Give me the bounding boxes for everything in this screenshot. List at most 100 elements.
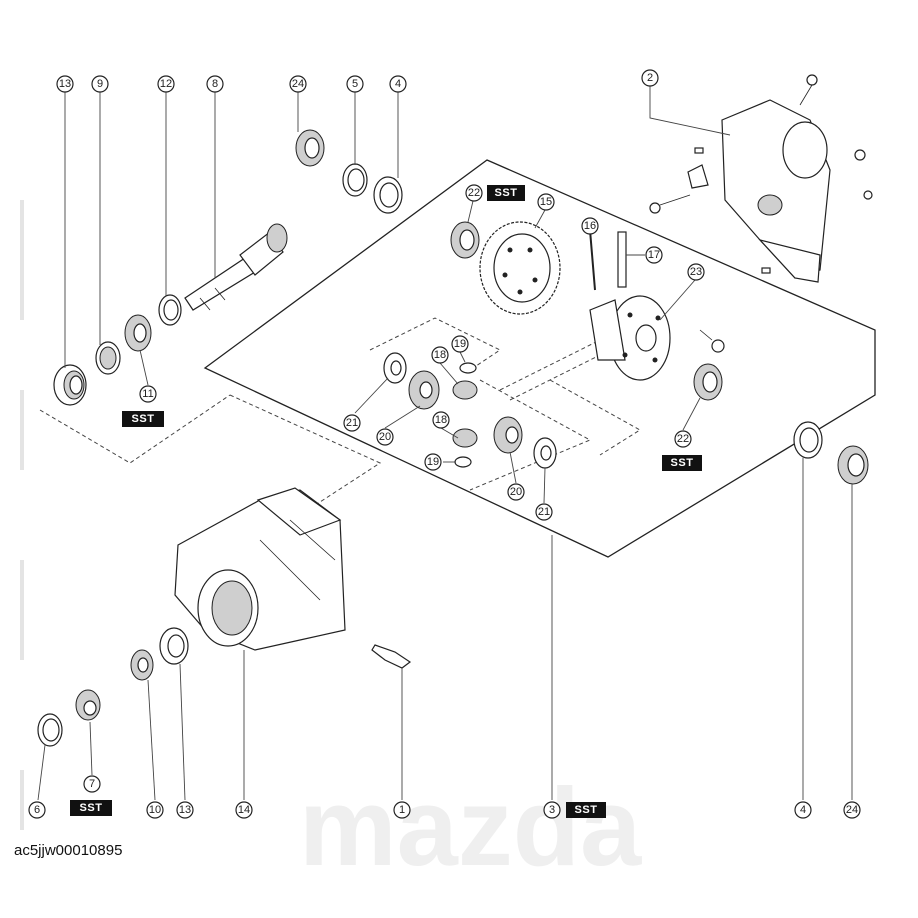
pin-16 xyxy=(589,229,596,291)
callout-11: 11 xyxy=(139,385,157,403)
callout-14: 14 xyxy=(235,801,253,819)
svg-text:SST: SST xyxy=(671,457,694,469)
svg-text:20: 20 xyxy=(510,486,522,498)
assembly-guide-lines xyxy=(39,317,641,516)
side-gear-20-right xyxy=(493,416,523,454)
callout-4-lower: 4 xyxy=(794,801,812,819)
oil-seal-6 xyxy=(37,713,63,747)
callout-12: 12 xyxy=(157,75,175,93)
callout-16: 16 xyxy=(581,217,599,235)
callout-20-left: 20 xyxy=(376,428,394,446)
callout-4-upper: 4 xyxy=(389,75,407,93)
callout-23: 23 xyxy=(687,263,705,281)
svg-text:16: 16 xyxy=(584,220,596,232)
callout-21-left: 21 xyxy=(343,414,361,432)
svg-text:mazda: mazda xyxy=(299,766,642,889)
svg-text:5: 5 xyxy=(352,78,358,90)
svg-text:20: 20 xyxy=(379,431,391,443)
bearing-race-4-lower xyxy=(793,421,823,459)
sst-badge-7: SST xyxy=(70,800,112,816)
svg-text:21: 21 xyxy=(538,506,550,518)
callout-21-right: 21 xyxy=(535,503,553,521)
callout-24-lower: 24 xyxy=(843,801,861,819)
bearing-11 xyxy=(124,314,152,352)
svg-text:13: 13 xyxy=(179,804,191,816)
callout-8: 8 xyxy=(206,75,224,93)
svg-text:SST: SST xyxy=(80,802,103,814)
side-gear-20-left xyxy=(408,370,440,410)
washer-19-lower xyxy=(454,456,472,468)
side-bearing-22-upper xyxy=(450,221,480,259)
svg-text:12: 12 xyxy=(160,78,172,90)
oil-seal-24-upper xyxy=(295,129,325,167)
callout-18-upper: 18 xyxy=(431,346,449,364)
sst-badge-11: SST xyxy=(122,411,164,427)
callout-9: 9 xyxy=(91,75,109,93)
callout-24-upper: 24 xyxy=(289,75,307,93)
svg-text:18: 18 xyxy=(435,414,447,426)
svg-text:19: 19 xyxy=(427,456,439,468)
svg-text:11: 11 xyxy=(142,388,153,400)
sst-badge-22-upper: SST xyxy=(487,185,525,201)
bearing-race-13-lower xyxy=(159,627,189,665)
ring-gear-15 xyxy=(479,221,561,315)
drive-pinion-8 xyxy=(184,223,288,311)
callout-5: 5 xyxy=(346,75,364,93)
callout-20-right: 20 xyxy=(507,483,525,501)
differential-case-23 xyxy=(589,295,671,381)
differential-assembly-frame xyxy=(203,159,876,558)
svg-text:8: 8 xyxy=(212,78,218,90)
svg-text:6: 6 xyxy=(34,804,40,816)
bearing-10 xyxy=(130,649,154,681)
svg-text:15: 15 xyxy=(540,196,552,208)
svg-text:24: 24 xyxy=(292,78,304,90)
svg-text:2: 2 xyxy=(647,72,653,84)
callout-19-upper: 19 xyxy=(451,335,469,353)
callout-2: 2 xyxy=(641,69,659,87)
svg-text:SST: SST xyxy=(132,413,155,425)
callout-13-upper: 13 xyxy=(56,75,74,93)
sst-badge-22-lower: SST xyxy=(662,455,702,471)
sensor-1 xyxy=(371,644,412,669)
callout-19-lower: 19 xyxy=(424,453,442,471)
thrust-washer-21-left xyxy=(383,352,407,384)
pinion-shaft-17 xyxy=(617,231,627,288)
callout-13-lower: 13 xyxy=(176,801,194,819)
callout-10: 10 xyxy=(146,801,164,819)
oil-seal-24-lower xyxy=(837,445,869,485)
watermark-logo: mazda xyxy=(299,766,642,889)
callout-18-lower: 18 xyxy=(432,411,450,429)
thrust-washer-21-right xyxy=(533,437,557,469)
sst-badge-3: SST xyxy=(566,802,606,818)
svg-text:18: 18 xyxy=(434,349,446,361)
svg-text:14: 14 xyxy=(238,804,250,816)
svg-text:9: 9 xyxy=(97,78,103,90)
washer-19-upper xyxy=(459,362,477,374)
svg-text:17: 17 xyxy=(648,249,660,261)
svg-text:SST: SST xyxy=(575,804,598,816)
svg-text:21: 21 xyxy=(346,417,358,429)
callout-15: 15 xyxy=(537,193,555,211)
pinion-gear-18-lower xyxy=(452,428,478,448)
bearing-race-13-upper xyxy=(53,364,87,406)
callout-1: 1 xyxy=(393,801,411,819)
callout-6: 6 xyxy=(28,801,46,819)
callout-leaders xyxy=(37,86,853,801)
bearing-race-4-upper xyxy=(373,176,403,214)
svg-text:4: 4 xyxy=(395,78,401,90)
svg-text:4: 4 xyxy=(800,804,806,816)
pinion-gear-18-upper xyxy=(452,380,478,400)
callout-7: 7 xyxy=(83,775,101,793)
callout-3: 3 xyxy=(543,801,561,819)
svg-text:SST: SST xyxy=(495,187,518,199)
svg-text:10: 10 xyxy=(149,804,161,816)
svg-text:22: 22 xyxy=(468,187,480,199)
locknut-7 xyxy=(75,689,101,721)
shim-5 xyxy=(342,163,368,197)
svg-text:13: 13 xyxy=(59,78,71,90)
bearing-cup-9 xyxy=(95,341,121,375)
spacer-12 xyxy=(158,294,182,326)
differential-carrier-14 xyxy=(174,487,346,651)
